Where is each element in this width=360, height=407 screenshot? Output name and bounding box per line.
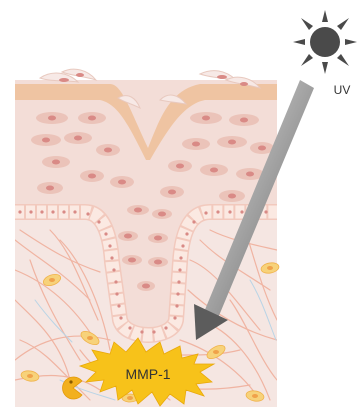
sun-icon xyxy=(293,10,357,74)
uv-label: UV xyxy=(334,83,351,97)
enzyme-label: MMP-1 xyxy=(125,366,170,382)
